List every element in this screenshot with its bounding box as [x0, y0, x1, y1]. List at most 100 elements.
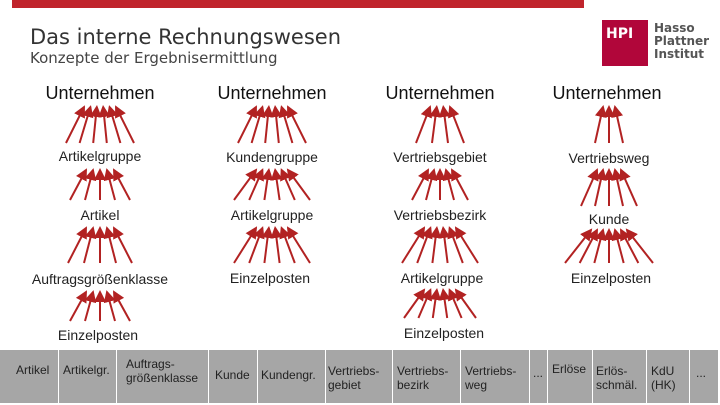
aggregation-arrow: [69, 290, 87, 322]
col3-level1-label: Vertriebsgebiet: [393, 149, 487, 165]
bar-cell-text: schmäl.: [596, 378, 638, 392]
aggregation-arrow: [454, 226, 479, 264]
bar-cell-text: weg: [465, 378, 488, 392]
aggregation-arrow: [611, 168, 624, 207]
hpi-logo-block: HPI: [602, 20, 648, 66]
bar-cell-text: ...: [533, 366, 544, 380]
bar-cell-text: bezirk: [397, 378, 430, 392]
bar-cell-kdu-hk: KdU (HK): [647, 350, 690, 403]
aggregation-arrow: [454, 288, 477, 319]
aggregation-arrow: [279, 226, 296, 264]
aggregation-arrow: [448, 105, 465, 144]
aggregation-arrow: [103, 226, 117, 264]
aggregation-arrow: [594, 105, 607, 144]
aggregation-arrow: [448, 288, 463, 319]
bar-cell-vertriebsbezirk: Vertriebs- bezirk: [393, 350, 461, 403]
aggregation-arrow: [248, 226, 265, 264]
bar-cell-text: Kunde: [215, 368, 250, 382]
bar-cell-text: (HK): [651, 378, 676, 392]
col1-level4-label: Einzelposten: [57, 327, 139, 343]
aggregation-arrow: [261, 226, 274, 264]
top-accent-bar: [12, 0, 584, 8]
bar-cell-erloese: Erlöse: [548, 350, 593, 403]
col3-level3-label: Artikelgruppe: [400, 270, 484, 286]
aggregation-arrow: [261, 105, 274, 144]
aggregation-arrow: [416, 226, 433, 264]
bar-cell-kunde: Kunde: [209, 350, 258, 403]
aggregation-arrow: [594, 168, 607, 207]
aggregation-arrow: [270, 168, 283, 201]
aggregation-arrow: [611, 228, 625, 264]
aggregation-arrow: [438, 288, 451, 319]
aggregation-arrow: [270, 105, 283, 144]
aggregation-arrow: [447, 226, 464, 264]
col2-level2-label: Artikelgruppe: [230, 207, 314, 223]
aggregation-arrow: [65, 105, 85, 144]
bar-cell-vertriebsweg: Vertriebs- weg: [461, 350, 530, 403]
bar-cell-text: Artikel: [16, 363, 50, 377]
aggregation-arrow: [620, 228, 640, 264]
bar-cell-text: ...: [696, 366, 707, 380]
col3-top-label: Unternehmen: [385, 83, 495, 103]
aggregation-arrow: [113, 168, 131, 201]
aggregation-arrow: [438, 105, 451, 144]
col4-level3-label: Einzelposten: [570, 270, 652, 286]
bar-cell-text: Artikelgr.: [63, 363, 110, 377]
aggregation-arrow: [103, 168, 116, 201]
logo-line-2: Plattner: [654, 34, 710, 48]
aggregation-arrow: [442, 168, 455, 201]
aggregation-arrow: [415, 105, 432, 144]
bar-cell-text: KdU: [651, 364, 675, 378]
aggregation-arrow: [78, 105, 94, 144]
col4-level1-label: Vertriebsweg: [568, 150, 650, 166]
col3-level4-label: Einzelposten: [403, 325, 485, 341]
bar-cell-text: Vertriebs-: [328, 364, 380, 378]
bar-cell-text: Vertriebs-: [465, 364, 517, 378]
aggregation-arrow: [429, 226, 442, 264]
aggregation-arrow: [593, 228, 607, 264]
aggregation-arrow: [411, 168, 429, 201]
aggregation-arrow: [451, 168, 469, 201]
aggregation-arrow: [106, 105, 122, 144]
logo-line-1: Hasso: [654, 21, 695, 35]
aggregation-arrow: [578, 228, 598, 264]
aggregation-arrow: [286, 226, 311, 264]
bar-cell-text: gebiet: [328, 378, 361, 392]
aggregation-arrow: [401, 226, 426, 264]
aggregation-arrow: [237, 105, 257, 144]
aggregation-arrow: [67, 226, 87, 264]
aggregation-arrow: [286, 168, 311, 201]
aggregation-arrow: [611, 105, 624, 144]
col2-level1-label: Kundengruppe: [226, 149, 318, 165]
aggregation-arrow: [580, 168, 599, 207]
logo-text: Hasso Plattner Institut: [654, 22, 709, 61]
aggregation-arrow: [113, 290, 131, 322]
aggregation-arrow: [564, 228, 593, 264]
aggregation-arrow: [438, 226, 451, 264]
bar-cell-text: Kundengr.: [261, 368, 316, 382]
col4-top-label: Unternehmen: [552, 83, 662, 103]
aggregation-arrow: [250, 105, 266, 144]
bar-cell-vertriebsgebiet: Vertriebs- gebiet: [326, 350, 393, 403]
aggregation-arrow: [233, 168, 258, 201]
col2-level3-label: Einzelposten: [229, 270, 311, 286]
aggregation-arrow: [69, 168, 87, 201]
bar-cell-ellipsis-2: ...: [690, 350, 718, 403]
bar-cell-kundengr: Kundengr.: [258, 350, 326, 403]
col1-level2-label: Artikel: [80, 207, 120, 223]
col2-top-label: Unternehmen: [217, 83, 327, 103]
aggregation-arrow: [403, 288, 426, 319]
aggregation-arrow: [103, 290, 116, 322]
bar-cell-text: Erlöse: [552, 362, 587, 376]
aggregation-arrow: [89, 105, 102, 144]
col1-top-label: Unternehmen: [45, 83, 155, 103]
col4-level2-label: Kunde: [588, 211, 630, 227]
aggregation-arrow: [625, 228, 654, 264]
bar-cell-text: Auftrags-: [126, 357, 175, 371]
bar-cell-artikel: Artikel: [0, 350, 59, 403]
bar-cell-text: Vertriebs-: [397, 364, 449, 378]
aggregation-arrow: [619, 168, 638, 207]
aggregation-arrow: [270, 226, 283, 264]
aggregation-arrow: [417, 288, 432, 319]
aggregation-arrow: [113, 226, 133, 264]
